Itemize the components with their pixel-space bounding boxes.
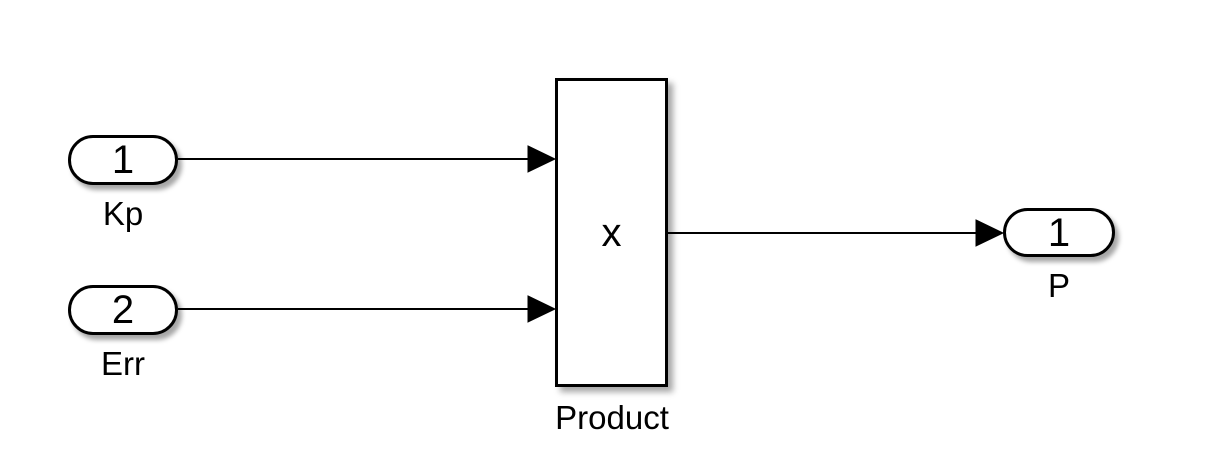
outport-p-label[interactable]: P xyxy=(1047,267,1071,304)
inport-kp-port-number: 1 xyxy=(111,138,135,182)
wire-err-to-product[interactable] xyxy=(178,295,557,323)
wire-output-arrowhead-icon xyxy=(975,219,1005,247)
inport-err-port-number: 2 xyxy=(111,288,135,332)
inport-block-kp[interactable]: 1 xyxy=(68,135,178,185)
inport-err-label[interactable]: Err xyxy=(101,345,145,382)
outport-p-port-number: 1 xyxy=(1047,210,1071,255)
wire-err-arrowhead-icon xyxy=(527,295,557,323)
wire-kp-to-product[interactable] xyxy=(178,145,557,173)
outport-block-p[interactable]: 1 xyxy=(1003,208,1115,257)
product-block[interactable]: x xyxy=(555,78,668,387)
wire-kp-arrowhead-icon xyxy=(527,145,557,173)
product-operator-icon: x xyxy=(601,210,622,255)
inport-kp-label[interactable]: Kp xyxy=(102,195,144,232)
wire-product-to-p[interactable] xyxy=(668,219,1005,247)
product-block-label[interactable]: Product xyxy=(555,399,669,436)
inport-block-err[interactable]: 2 xyxy=(68,285,178,335)
